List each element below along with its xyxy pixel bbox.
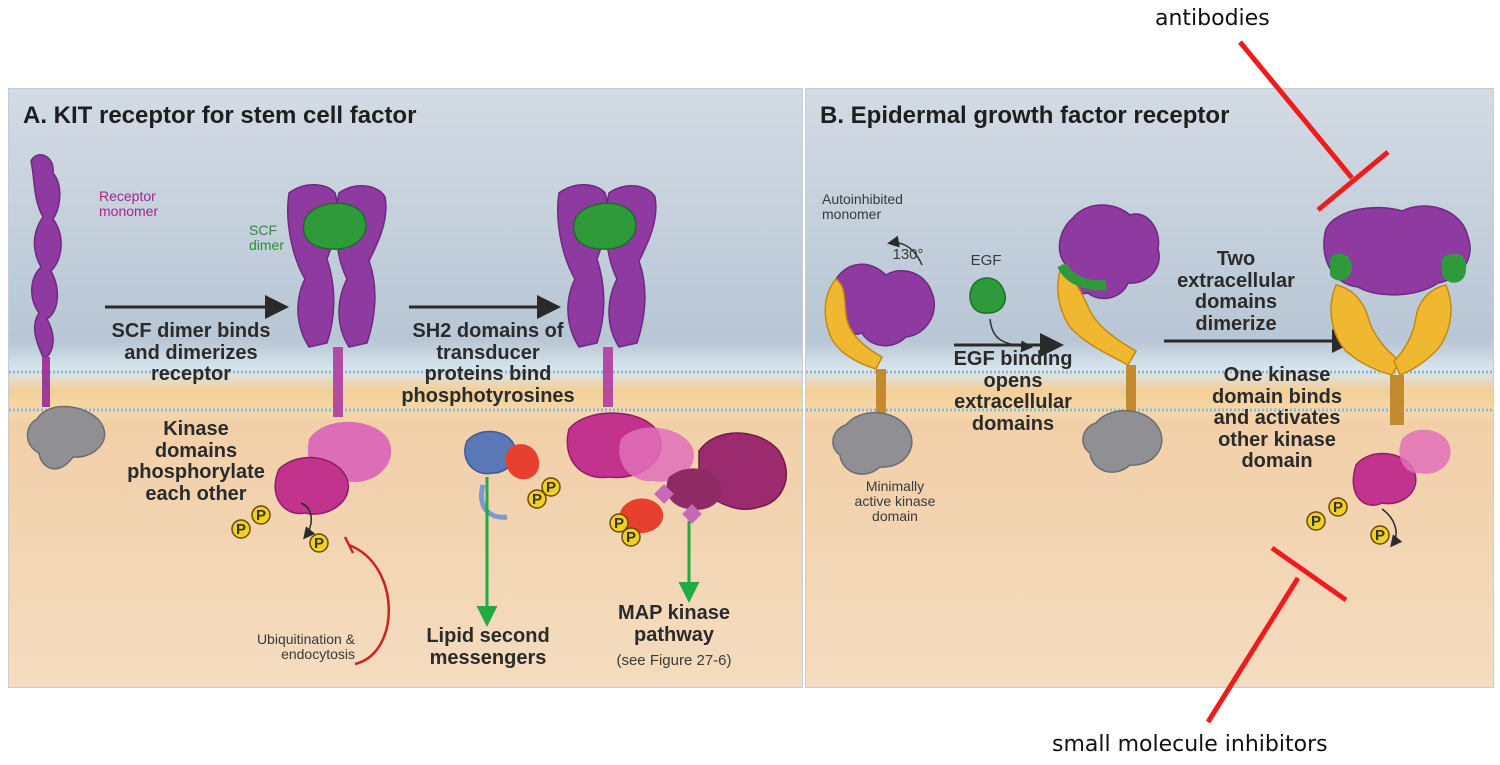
autoinhibited-label: Autoinhibited monomer xyxy=(822,191,903,223)
phosphate-label: P xyxy=(532,491,542,508)
panel-b-egf-receptor: P P P B. Epidermal growth factor recepto… xyxy=(805,88,1494,688)
phosphate-label: P xyxy=(1311,513,1321,530)
ubiquitination-label: Ubiquitination & endocytosis xyxy=(256,631,355,663)
dimerize-label: Two extracellular domains dimerize xyxy=(1177,248,1295,335)
small-molecule-inhibitors-label: small molecule inhibitors xyxy=(1052,732,1328,757)
scf-dimer-label: SCF dimer xyxy=(249,222,285,254)
ubiquitination-inhibition-bar xyxy=(343,536,355,554)
receptor-monomer-label: Receptor monomer xyxy=(99,188,159,220)
ubiquitination-inhibition-curve xyxy=(348,543,390,666)
phosphate-label: P xyxy=(256,507,266,524)
egfr-open-monomer-shape xyxy=(1057,204,1163,473)
panel-a-title: A. KIT receptor for stem cell factor xyxy=(23,102,417,129)
minimally-active-label: Minimally active kinase domain xyxy=(854,478,936,525)
egf-ligand-shape xyxy=(969,277,1006,314)
phosphate-group: P P P P P P P xyxy=(231,477,641,553)
egfr-autoinhibited-shape xyxy=(824,263,935,475)
kinase-activation-label: One kinase domain binds and activates ot… xyxy=(1212,364,1342,473)
receptor-dimer-scf-shape xyxy=(274,184,392,515)
step2-label: SH2 domains of transducer proteins bind … xyxy=(401,320,575,407)
panel-b-background xyxy=(806,89,1493,687)
phosphate-label: P xyxy=(1375,527,1385,544)
see-figure-label: (see Figure 27-6) xyxy=(616,652,732,669)
panel-a-background xyxy=(9,89,802,687)
phosphate-label: P xyxy=(236,521,246,538)
panel-a-artwork: P P P P P P P xyxy=(26,154,788,666)
panel-a-kit-receptor: P P P P P P P A. KIT receptor for stem c… xyxy=(8,88,803,688)
antibody-inhibition-bar xyxy=(1316,150,1390,212)
antibodies-label: antibodies xyxy=(1155,6,1270,31)
kinase-label: Kinase domains phosphorylate each other xyxy=(127,418,265,505)
egfr-dimer-shape xyxy=(1323,205,1471,548)
lipid-label: Lipid second messengers xyxy=(426,625,550,669)
map-kinase-label: MAP kinase pathway xyxy=(618,602,730,646)
phosphate-label: P xyxy=(546,479,556,496)
antibody-inhibition-line xyxy=(1238,40,1354,180)
phosphate-group-b: P P P xyxy=(1306,497,1390,545)
phosphate-label: P xyxy=(1333,499,1343,516)
phosphate-label: P xyxy=(614,515,624,532)
receptor-monomer-shape xyxy=(26,154,106,470)
receptor-dimer-transducer-shape xyxy=(464,184,788,534)
panel-b-artwork: P P P xyxy=(824,204,1471,548)
autophosphorylation-arrow xyxy=(300,502,316,540)
panel-b-title: B. Epidermal growth factor receptor xyxy=(820,102,1230,129)
inhibitor-bar xyxy=(1270,545,1348,603)
rotation-arrow xyxy=(887,235,923,266)
step1-label: SCF dimer binds and dimerizes receptor xyxy=(111,320,271,386)
phosphate-label: P xyxy=(626,529,636,546)
phosphate-label: P xyxy=(314,535,324,552)
angle-label: 130° xyxy=(892,246,924,263)
egf-binding-label: EGF binding opens extracellular domains xyxy=(953,348,1073,435)
egf-label: EGF xyxy=(970,252,1002,269)
inhibitor-line xyxy=(1205,576,1301,724)
